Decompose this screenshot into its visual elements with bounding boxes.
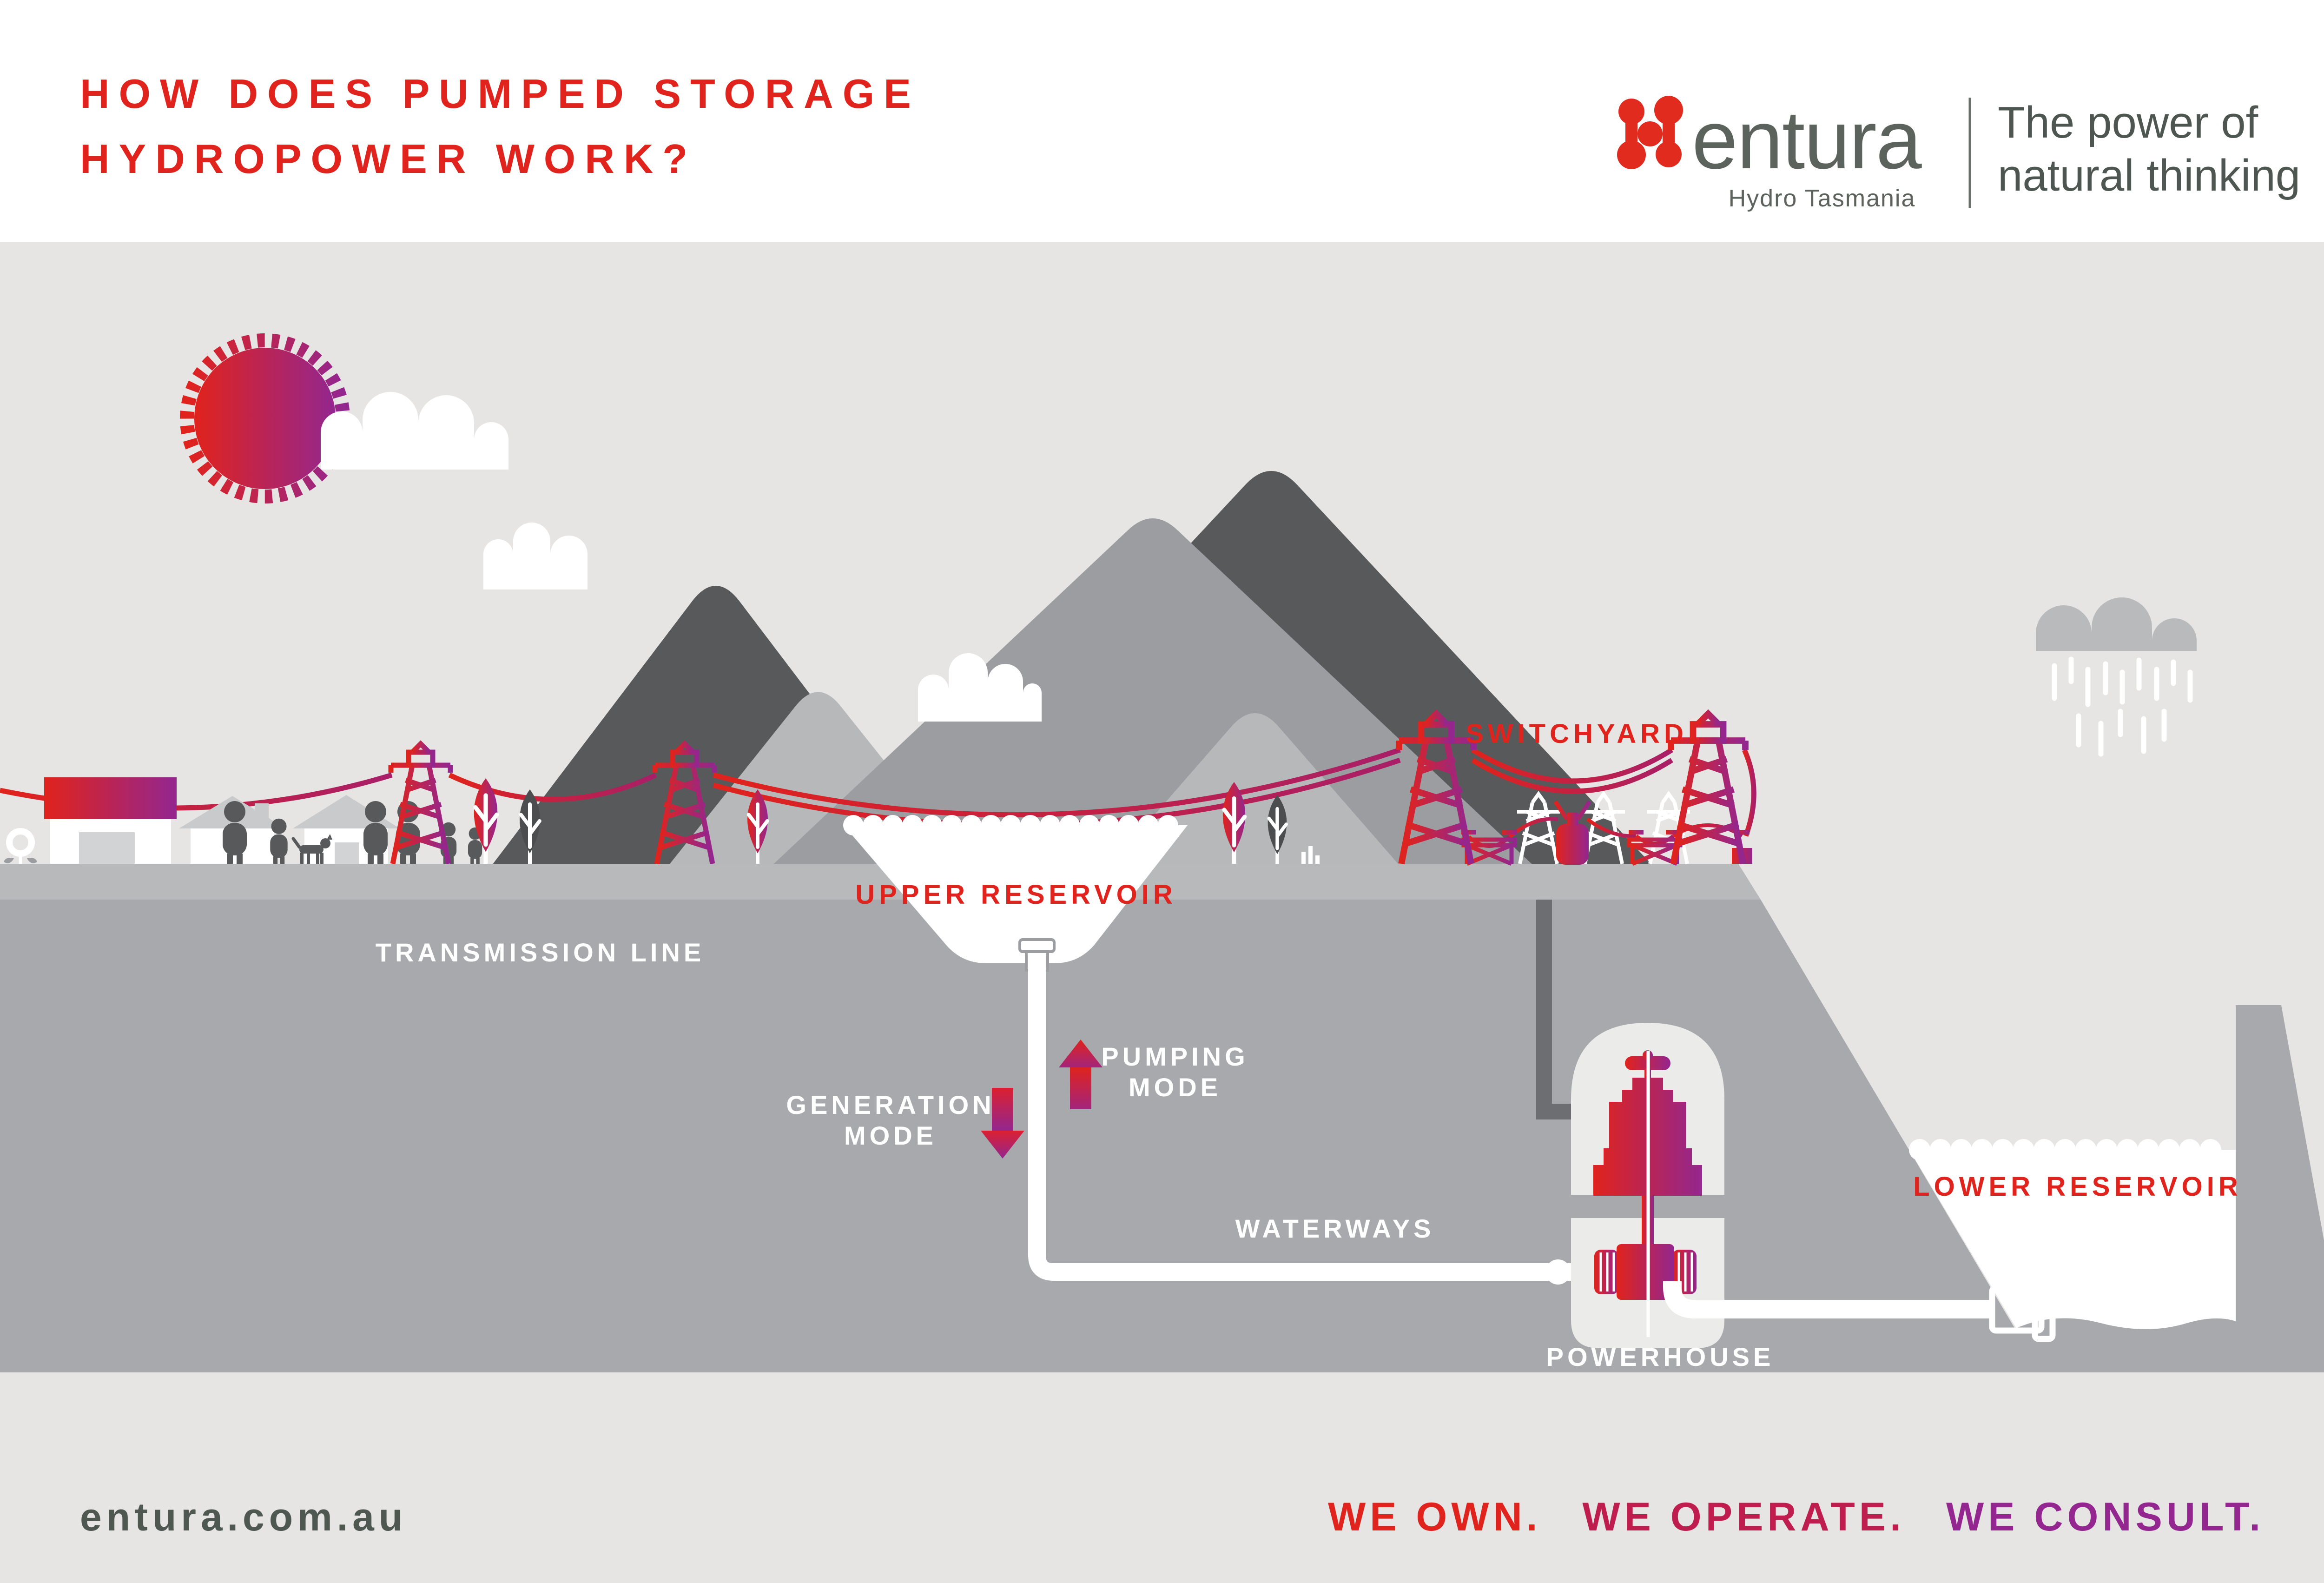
brand-wordmark: entura (1692, 93, 1922, 186)
flower-icon (4, 828, 37, 864)
lower-reservoir-water (1909, 1139, 2242, 1372)
entura-logo: entura Hydro Tasmania The power of natur… (1617, 93, 2300, 212)
footer-tagline: WE OWN. WE OPERATE. WE CONSULT. (1328, 1495, 2265, 1539)
cloud-icon (918, 653, 1042, 722)
cloud-icon (483, 523, 588, 589)
brand-tagline: The power of (1998, 98, 2258, 147)
header-band (0, 0, 2324, 242)
switchyard-group (1399, 714, 1752, 874)
transformer-icon (1553, 800, 1591, 865)
town-scene (4, 744, 768, 864)
hill-mass (0, 900, 2041, 1372)
shop-icon (44, 777, 177, 864)
generation-mode-label: GENERATION (786, 1090, 995, 1119)
pumping-mode-label: MODE (1129, 1073, 1221, 1102)
cable-shaft (1536, 900, 1580, 1119)
footer-tagline-consult: WE CONSULT. (1946, 1495, 2265, 1539)
mountain (767, 518, 1538, 870)
waterways-label: WATERWAYS (1235, 1214, 1435, 1243)
brand-subtitle: Hydro Tasmania (1729, 185, 1916, 212)
entura-logo-icon (1617, 96, 1683, 169)
outlet-icon (1989, 1276, 2056, 1342)
brand-tagline: natural thinking (1998, 151, 2300, 200)
upper-reservoir-label: UPPER RESERVOIR (855, 880, 1177, 910)
penstock-pipe (1028, 967, 1603, 1281)
transmission-line-label: TRANSMISSION LINE (376, 938, 705, 967)
intake-icon (1018, 938, 1056, 972)
dam-wall (2236, 1005, 2324, 1372)
generation-arrow-down-icon (981, 1088, 1024, 1159)
rain-drops (2052, 656, 2193, 757)
generation-mode-label: MODE (844, 1121, 937, 1150)
footer-tagline-own: WE OWN. (1328, 1495, 1542, 1539)
pumping-arrow-up-icon (1059, 1040, 1103, 1109)
lake-bed (2015, 1318, 2236, 1372)
page-title: HYDROPOWER WORK? (80, 136, 697, 182)
ground-terrace (0, 864, 1761, 900)
rain-cloud-icon (2036, 597, 2197, 757)
pumping-mode-label: PUMPING (1101, 1042, 1248, 1071)
valve-icon (1545, 1259, 1571, 1285)
grass-icon (1301, 846, 1320, 864)
switchyard-label: SWITCHYARD (1466, 719, 1688, 749)
page-title: HOW DOES PUMPED STORAGE (80, 71, 920, 117)
powerhouse-label: POWERHOUSE (1546, 1342, 1775, 1371)
tailrace-pipe (1663, 1281, 1995, 1318)
lower-reservoir-label: LOWER RESERVOIR (1913, 1172, 2242, 1202)
website-url: entura.com.au (80, 1495, 407, 1539)
cloud-icon (321, 392, 508, 470)
footer-tagline-operate: WE OPERATE. (1582, 1495, 1905, 1539)
